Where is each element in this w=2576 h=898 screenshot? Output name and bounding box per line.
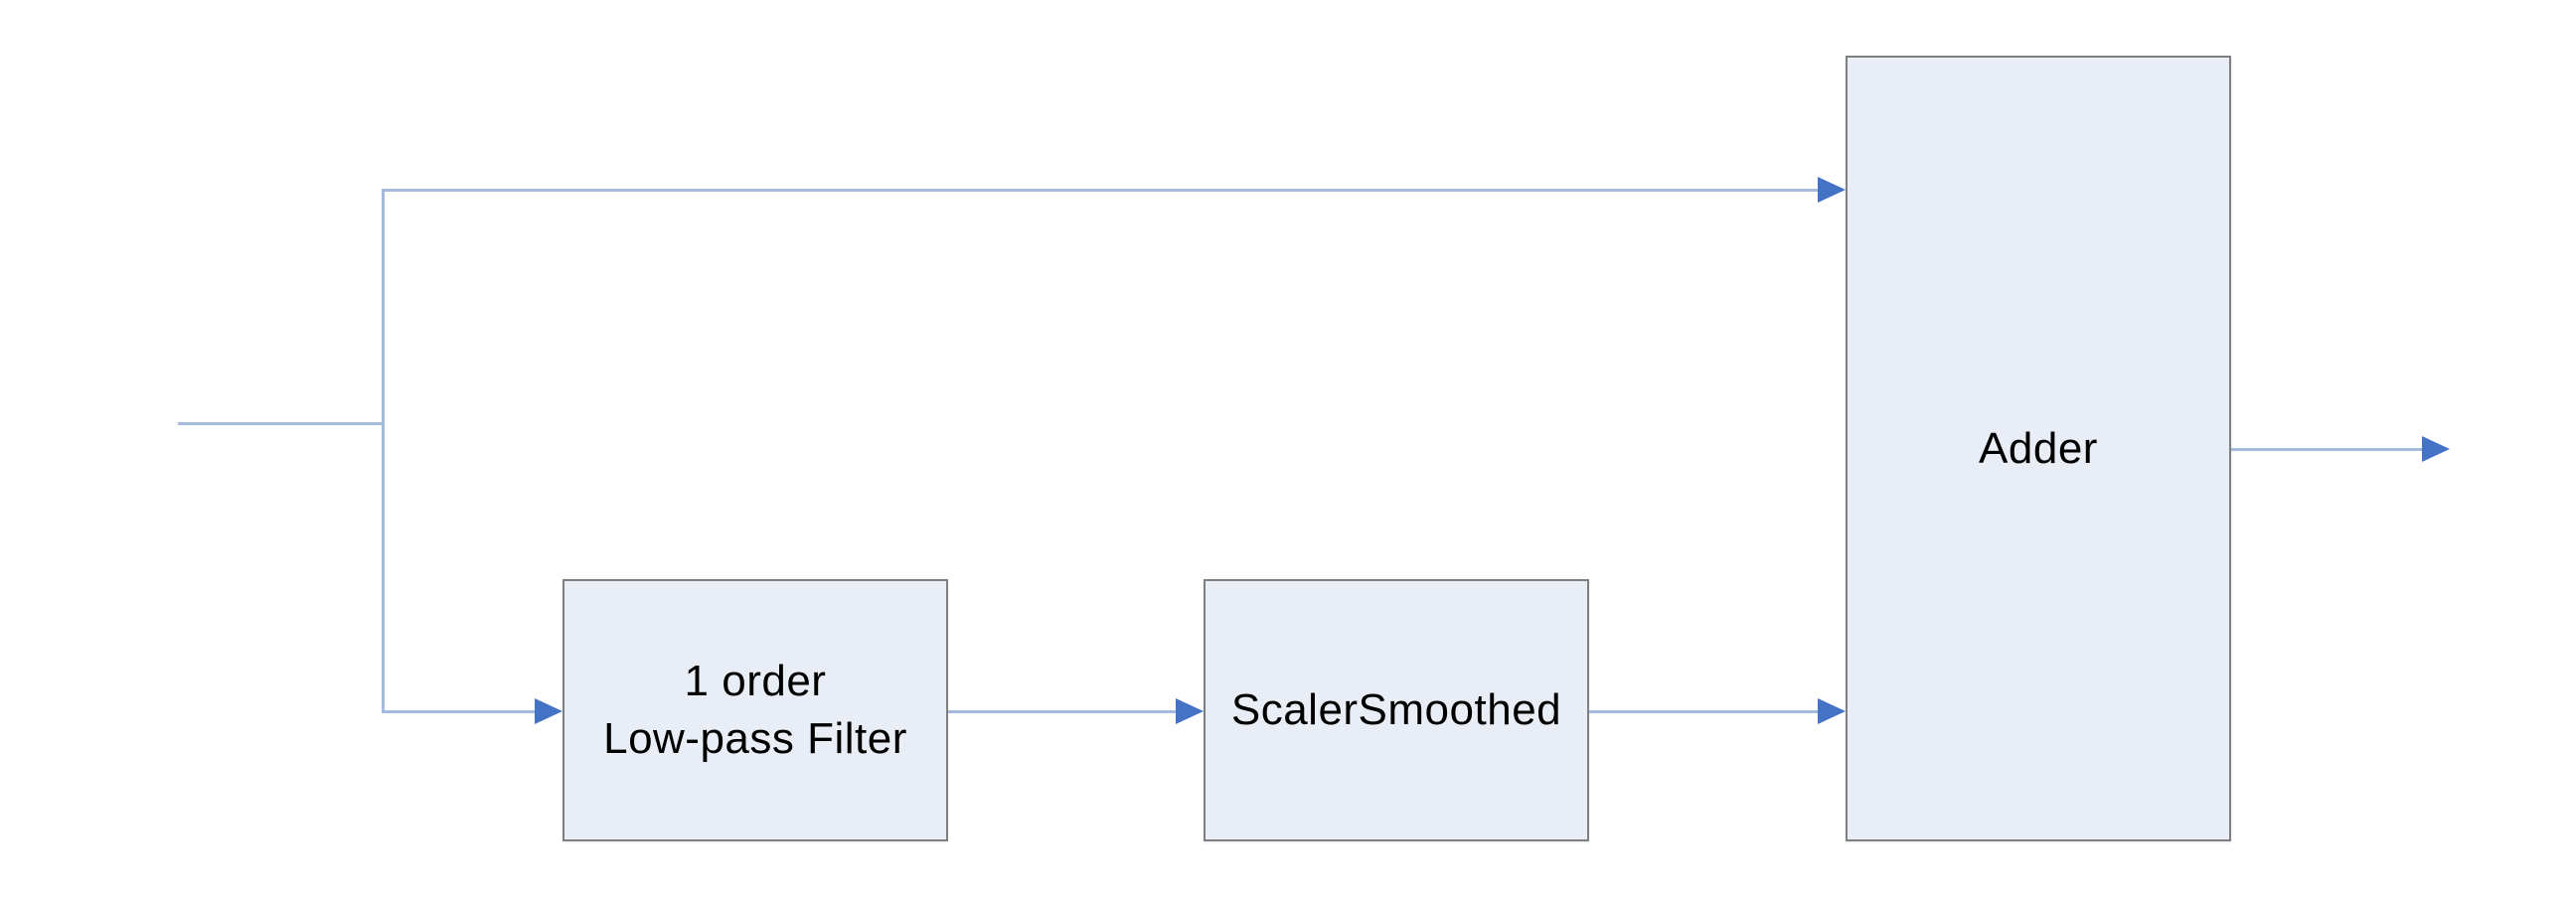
input-connector-line [178,422,384,425]
scaler-smoothed-label: ScalerSmoothed [1230,685,1562,734]
adder-label: Adder [1979,423,2098,473]
output-connector-line [2231,448,2423,451]
lowpass-filter-label: 1 order Low-pass Filter [603,657,907,763]
arrow-right-icon [1818,177,1846,203]
scaler-to-adder-connector-line [1589,710,1819,713]
arrow-right-icon [2422,436,2450,462]
block-scaler-smoothed[interactable]: ScalerSmoothed [1204,579,1589,841]
arrow-right-icon [1818,698,1846,724]
branch-split-vertical-line [382,189,385,713]
block-adder[interactable]: Adder [1846,56,2231,841]
block-lowpass-filter[interactable]: 1 order Low-pass Filter [563,579,948,841]
arrow-right-icon [535,698,563,724]
arrow-right-icon [1176,698,1204,724]
top-branch-connector-line [382,189,1819,192]
lowpass-to-scaler-connector-line [948,710,1176,713]
bottom-branch-connector-line [382,710,536,713]
